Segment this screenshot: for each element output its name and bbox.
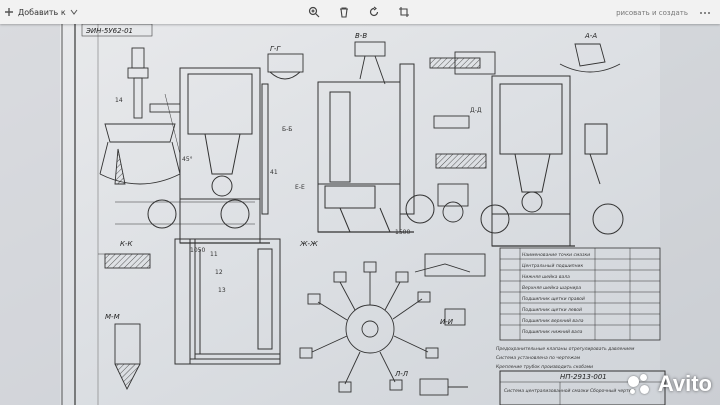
rotate-icon	[369, 6, 379, 17]
table-row: Наименование точки смазки	[522, 252, 590, 258]
svg-text:Е-Е: Е-Е	[295, 184, 305, 191]
draw-create-label: рисовать и создать	[616, 9, 688, 17]
detail-views-side	[414, 115, 487, 277]
svg-text:12: 12	[215, 269, 223, 276]
note-item: Предохранительные клапаны отрегулировать…	[496, 346, 635, 352]
svg-text:В-В: В-В	[355, 32, 367, 40]
drawing-notes: Предохранительные клапаны отрегулировать…	[496, 346, 635, 370]
rotate-button[interactable]	[365, 3, 383, 21]
svg-text:11: 11	[210, 251, 218, 258]
svg-text:13: 13	[218, 287, 226, 294]
zoom-in-button[interactable]	[305, 3, 323, 21]
crop-icon	[399, 7, 409, 17]
more-options-button[interactable]	[696, 4, 714, 22]
chevron-down-icon	[70, 9, 78, 15]
add-to-control[interactable]: Добавить к	[0, 7, 164, 17]
svg-text:Г-Г: Г-Г	[270, 45, 281, 53]
more-icon	[700, 12, 710, 14]
code-stamp-text: ЭИН-5У62-01	[85, 27, 133, 35]
piping-view	[174, 238, 281, 365]
add-icon	[5, 8, 13, 16]
note-item: Крепление трубок производить скобами	[496, 364, 593, 370]
svg-text:14: 14	[115, 97, 123, 104]
title-text: Система централизованной смазки Сборочны…	[504, 388, 636, 394]
svg-text:Ж-Ж: Ж-Ж	[299, 240, 318, 248]
table-row: Нижняя шейка вала	[522, 274, 570, 280]
svg-text:41: 41	[270, 169, 278, 176]
image-viewer-toolbar: Добавить к рисова	[0, 0, 720, 24]
table-row: Подшипник щетки левой	[522, 307, 582, 313]
cabinet-view-1	[115, 67, 270, 244]
svg-text:И-И: И-И	[440, 318, 454, 326]
avito-watermark: Avito	[626, 371, 712, 397]
crop-button[interactable]	[395, 3, 413, 21]
svg-text:А-А: А-А	[584, 32, 597, 40]
svg-text:45°: 45°	[182, 156, 193, 163]
table-row: Подшипник верхний вала	[522, 318, 584, 324]
svg-text:1050: 1050	[190, 247, 205, 254]
zoom-in-icon	[308, 6, 320, 18]
detail-views-top	[267, 41, 621, 85]
note-item: Система установлена по чертежам	[496, 355, 581, 361]
specification-table: Наименование точки смазки Центральный по…	[499, 247, 661, 341]
table-row: Подшипник щетки правой	[522, 296, 585, 302]
avito-logo-icon	[626, 372, 654, 396]
table-row: Подшипник нижний вала	[522, 329, 583, 335]
table-row: Верхняя шейка шарнира	[522, 285, 581, 291]
svg-text:К-К: К-К	[120, 240, 133, 248]
section-views-lower-left	[104, 253, 151, 391]
delete-button[interactable]	[335, 3, 353, 21]
radial-distributor-view	[299, 261, 439, 393]
cabinet-view-2	[317, 63, 435, 233]
svg-text:1500: 1500	[395, 229, 410, 236]
avito-brand-text: Avito	[657, 371, 712, 396]
engineering-drawing: ЭИН-5У62-01 14 45° 1050 Б-Б 41 Е-Е	[0, 24, 720, 405]
svg-text:Д-Д: Д-Д	[470, 107, 482, 114]
add-to-label: Добавить к	[18, 7, 66, 17]
paper-sheet	[0, 24, 720, 405]
detail-view-lower	[419, 308, 468, 396]
svg-text:Б-Б: Б-Б	[282, 126, 292, 133]
svg-text:М-М: М-М	[105, 313, 120, 321]
table-row: Центральный подшипник	[522, 263, 583, 269]
trash-icon	[340, 7, 348, 18]
cabinet-view-3	[480, 75, 624, 247]
title-number: НП-2913-001	[560, 373, 607, 381]
drawing-code-stamp: ЭИН-5У62-01	[81, 24, 153, 37]
left-bracket-view	[99, 47, 181, 185]
svg-text:Л-Л: Л-Л	[394, 370, 409, 378]
